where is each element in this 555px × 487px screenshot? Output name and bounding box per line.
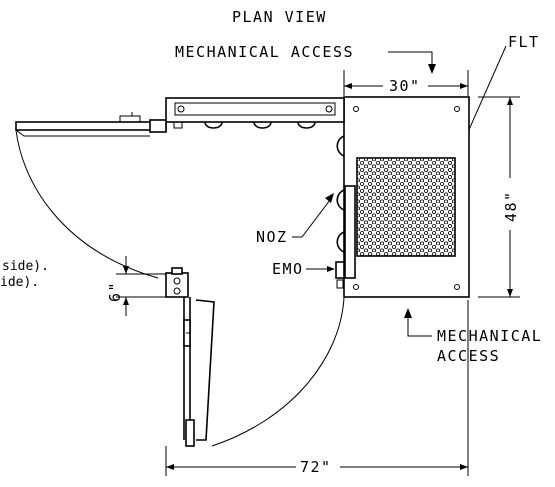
dim-6-label: 6" — [106, 281, 124, 302]
nozzle-bumps — [336, 135, 345, 253]
emo-button — [336, 279, 344, 289]
dim-30-arrow-left — [344, 83, 352, 89]
emo-box — [335, 261, 345, 279]
cabinet-screw-br — [454, 284, 460, 290]
side-note-1: side). — [2, 259, 49, 274]
flt-label: FLT — [508, 33, 540, 51]
emo-arrow — [327, 266, 335, 272]
mechanical-access-bottom-arrow — [404, 308, 412, 318]
bottom-hinge-dot-2 — [173, 287, 181, 295]
vertical-door-frame — [183, 297, 215, 441]
cabinet-screw-bl — [353, 284, 359, 290]
mechanical-access-top-label: MECHANICAL ACCESS — [175, 43, 354, 61]
mechanical-access-bottom-label-1: MECHANICAL — [437, 327, 542, 345]
door-swing-arc-bottom — [211, 297, 345, 447]
dim-30-label: 30" — [389, 77, 421, 95]
top-bar-inner — [174, 102, 336, 116]
noz-label: NOZ — [256, 228, 288, 246]
door-swing-arc-left — [15, 129, 159, 279]
bottom-hinge-dot-1 — [173, 277, 181, 285]
dim-72-label: 72" — [300, 458, 332, 476]
dim-48-label: 48" — [502, 190, 520, 222]
side-note-2: ide). — [0, 275, 39, 290]
mechanical-access-top-arrow — [428, 64, 436, 74]
dim-72-arrow-left — [166, 464, 174, 470]
top-bar-bolt-left — [177, 105, 185, 113]
cabinet-screw-tl — [353, 106, 359, 112]
dim-48-arrow-bottom — [507, 289, 513, 297]
dim-48-arrow-top — [507, 97, 513, 105]
dim-72-arrow-right — [460, 464, 468, 470]
top-bar-outer — [165, 97, 345, 123]
mechanical-access-top-leader — [388, 51, 433, 70]
plan-view-title: PLAN VIEW — [232, 8, 327, 26]
top-door — [15, 121, 167, 131]
top-bar-latch — [173, 121, 183, 129]
top-bar-rollers — [204, 121, 316, 129]
dim-6-arrow-bottom — [123, 297, 129, 305]
dim-30-arrow-right — [460, 83, 468, 89]
nozzle-panel — [344, 185, 356, 279]
top-door-hinge — [149, 119, 167, 133]
mechanical-access-bottom-leader — [407, 318, 432, 337]
top-door-detail — [15, 112, 150, 137]
top-bar-bolt-right — [325, 105, 333, 113]
vertical-door-foot — [185, 419, 195, 447]
noz-leader — [292, 199, 331, 238]
filter-mesh — [356, 157, 456, 257]
noz-arrow — [325, 193, 334, 203]
dim-6-arrow-top — [123, 266, 129, 274]
bottom-hinge-cap — [171, 267, 183, 275]
cabinet-screw-tr — [454, 106, 460, 112]
bottom-hinge-box — [165, 272, 189, 298]
emo-label: EMO — [272, 260, 304, 278]
mechanical-access-bottom-label-2: ACCESS — [437, 347, 500, 365]
